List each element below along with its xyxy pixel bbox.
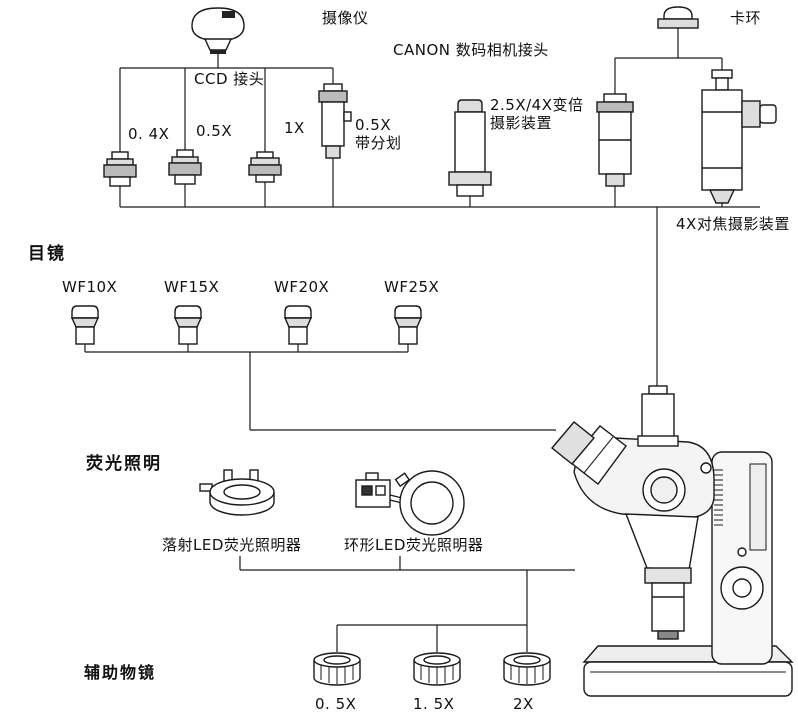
aux-objective-05x-label: 0. 5X [315, 695, 357, 713]
eyepiece-wf20x-icon [283, 305, 313, 345]
adapter-04x-label: 0. 4X [128, 125, 170, 143]
ring-led-illuminator-label: 环形LED荧光照明器 [344, 536, 484, 554]
clamp-ring-icon [657, 6, 699, 29]
camera-icon [191, 7, 245, 54]
aux-objective-section-label: 辅助物镜 [84, 663, 157, 682]
clamp-ring-label: 卡环 [730, 9, 762, 27]
microscope-phototube-cap [648, 385, 668, 395]
focus-photo-body-icon [701, 69, 777, 204]
microscope-objective-lens [651, 582, 685, 632]
fluorescence-section-label: 荧光照明 [86, 454, 162, 474]
connector-lines [84, 28, 760, 652]
microscope-icon [551, 385, 794, 697]
camera-label: 摄像仪 [322, 9, 369, 27]
aux-objective-2x-label: 2X [513, 695, 534, 713]
ccd-adapter-05x-icon [168, 149, 202, 185]
adapter-05x-reticle-label: 0.5X 带分划 [355, 116, 402, 152]
ring-led-illuminator-icon [355, 470, 465, 536]
eyepiece-wf10x-icon [70, 305, 100, 345]
top-tree-lines [119, 54, 471, 207]
zoom-photo-device-icon [448, 99, 492, 197]
microscope-phototube [641, 393, 675, 441]
eyepiece-wf20x-label: WF20X [274, 278, 330, 296]
aux-objective-05x-icon [313, 652, 361, 686]
eyepiece-wf15x-icon [173, 305, 203, 345]
eyepiece-wf25x-label: WF25X [384, 278, 440, 296]
eyepiece-wf10x-label: WF10X [62, 278, 118, 296]
aux-objective-15x-icon [413, 652, 461, 686]
zoom-photo-device-line1: 2.5X/4X变倍 [490, 96, 584, 114]
ccd-adapter-05x-reticle-icon [318, 83, 352, 159]
focus-photo-device-label: 4X对焦摄影装置 [676, 215, 790, 233]
focus-photo-cylinder-icon [596, 93, 634, 187]
canon-adapter-label: CANON 数码相机接头 [393, 41, 549, 59]
microscope-base-front [583, 661, 793, 697]
zoom-photo-device-label: 2.5X/4X变倍 摄影装置 [490, 96, 584, 132]
epi-led-illuminator-icon [199, 469, 275, 516]
eyepiece-wf25x-icon [393, 305, 423, 345]
eyepiece-wf15x-label: WF15X [164, 278, 220, 296]
epi-led-illuminator-label: 落射LED荧光照明器 [162, 536, 302, 554]
adapter-05x-reticle-line1: 0.5X [355, 116, 392, 134]
ccd-adapter-label: CCD 接头 [194, 70, 265, 88]
microscope-eyecup [551, 421, 595, 465]
eyepiece-section-label: 目镜 [28, 244, 66, 264]
adapter-05x-reticle-line2: 带分划 [355, 134, 402, 152]
ccd-adapter-1x-icon [248, 151, 282, 183]
aux-objective-2x-icon [503, 652, 551, 686]
zoom-photo-device-line2: 摄影装置 [490, 114, 553, 132]
microscope-objective-cone [624, 513, 699, 571]
adapter-1x-label: 1X [284, 119, 305, 137]
clamp-ring-tree-lines [614, 28, 723, 207]
adapter-05x-label: 0.5X [196, 122, 233, 140]
ccd-adapter-04x-icon [103, 151, 137, 187]
fluorescence-aux-tree-lines [239, 556, 575, 652]
eyepiece-tree-lines [84, 344, 556, 431]
aux-objective-15x-label: 1. 5X [413, 695, 455, 713]
main-bus-lines [120, 206, 760, 386]
